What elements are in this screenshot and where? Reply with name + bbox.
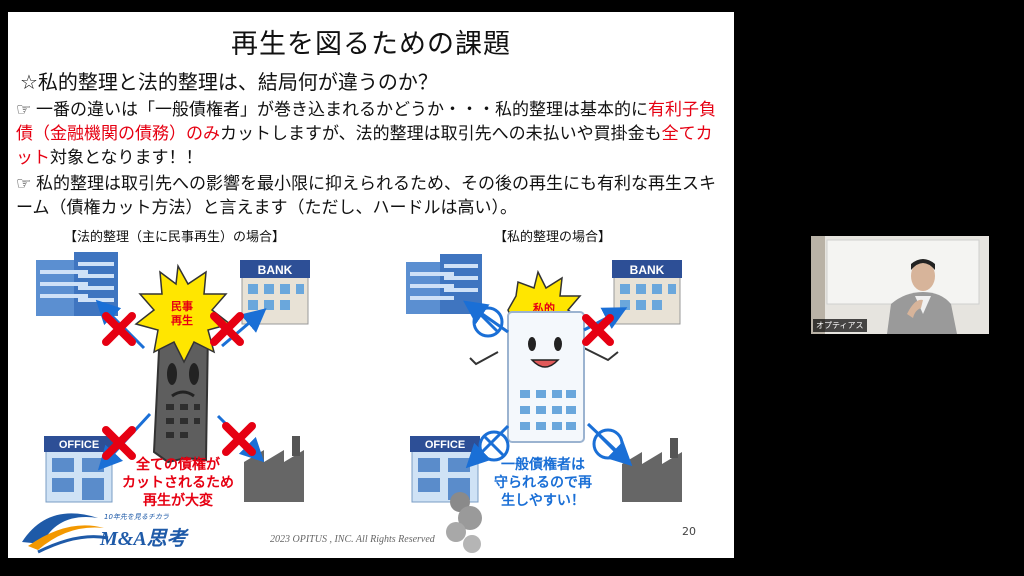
- happy-building-icon: [469, 311, 619, 443]
- bullet-1-text-a: 一番の違いは「一般債権者」が巻き込まれるかどうか・・・私的整理は基本的に: [36, 100, 648, 120]
- pointing-hand-icon: ☞: [16, 174, 32, 194]
- burst-text-2: 再生: [171, 313, 193, 327]
- left-caption: 【法的整理（主に民事再生）の場合】: [64, 230, 286, 245]
- illustration-svg: BANK OFFICE: [22, 252, 682, 554]
- participant-video[interactable]: オプティアス: [811, 236, 989, 334]
- bullet-2: ☞私的整理は取引先への影響を最小限に抑えられるため、その後の再生にも有利な再生ス…: [16, 172, 728, 220]
- burst-text-1: 民事: [171, 299, 193, 313]
- cross-mark-icon: [582, 314, 614, 346]
- left-note: 全ての債権が カットされるため 再生が大変: [122, 456, 234, 510]
- right-note-line-2: 守られるので再: [494, 475, 592, 491]
- office-icon: [410, 436, 480, 503]
- company-logo-icon: [22, 513, 109, 554]
- factory-icon: [244, 436, 304, 502]
- logo-name: M&A思考: [100, 528, 187, 550]
- burst-icon: [134, 263, 232, 364]
- page-number: 20: [682, 525, 696, 538]
- bank-label: BANK: [630, 263, 665, 277]
- slide-question: ☆私的整理と法的整理は、結局何が違うのか？: [20, 70, 438, 94]
- right-note: 一般債権者は 守られるので再 生しやすい！: [494, 456, 592, 510]
- bullet-1: ☞一番の違いは「一般債権者」が巻き込まれるかどうか・・・私的整理は基本的に有利子…: [16, 98, 728, 170]
- bank-label: BANK: [258, 263, 293, 277]
- smoke-icon: [446, 492, 482, 553]
- bullet-1-red-a: 有利子負債（金融機関の債務）のみ: [16, 100, 716, 144]
- bullet-1-red-b: 全てカット: [16, 124, 713, 168]
- left-note-line-2: カットされるため: [122, 475, 234, 491]
- person-icon: [887, 259, 957, 334]
- office-label: OFFICE: [59, 439, 99, 451]
- bullet-2-text: 私的整理は取引先への影響を最小限に抑えられるため、その後の再生にも有利な再生スキ…: [16, 174, 716, 218]
- bullet-1-text-b: カットしますが、法的整理は取引先への未払いや買掛金も: [220, 124, 662, 144]
- building-icon: [36, 252, 118, 316]
- left-note-line-3: 再生が大変: [143, 493, 213, 509]
- video-frame-svg: [811, 236, 989, 334]
- protected-circle-icon: [472, 306, 624, 462]
- logo-tagline: 10年先を見るチカラ: [104, 513, 169, 521]
- pointing-hand-icon: ☞: [16, 100, 32, 120]
- copyright-text: 2023 OPITUS , INC. All Rights Reserved: [270, 534, 435, 545]
- right-caption: 【私的整理の場合】: [494, 230, 612, 245]
- presentation-slide: 再生を図るための課題 ☆私的整理と法的整理は、結局何が違うのか？ ☞一番の違いは…: [8, 12, 734, 558]
- slide-title: 再生を図るための課題: [231, 29, 511, 60]
- bank-icon: [612, 260, 682, 325]
- right-note-line-3: 生しやすい！: [501, 493, 585, 509]
- right-note-line-1: 一般債権者は: [501, 457, 585, 473]
- left-note-line-1: 全ての債権が: [136, 457, 220, 473]
- office-label: OFFICE: [425, 439, 465, 451]
- cross-mark-icon: [102, 312, 256, 460]
- participant-name-label: オプティアス: [813, 319, 867, 332]
- bullet-1-text-c: 対象となります！！: [50, 148, 203, 168]
- factory-icon: [622, 438, 682, 502]
